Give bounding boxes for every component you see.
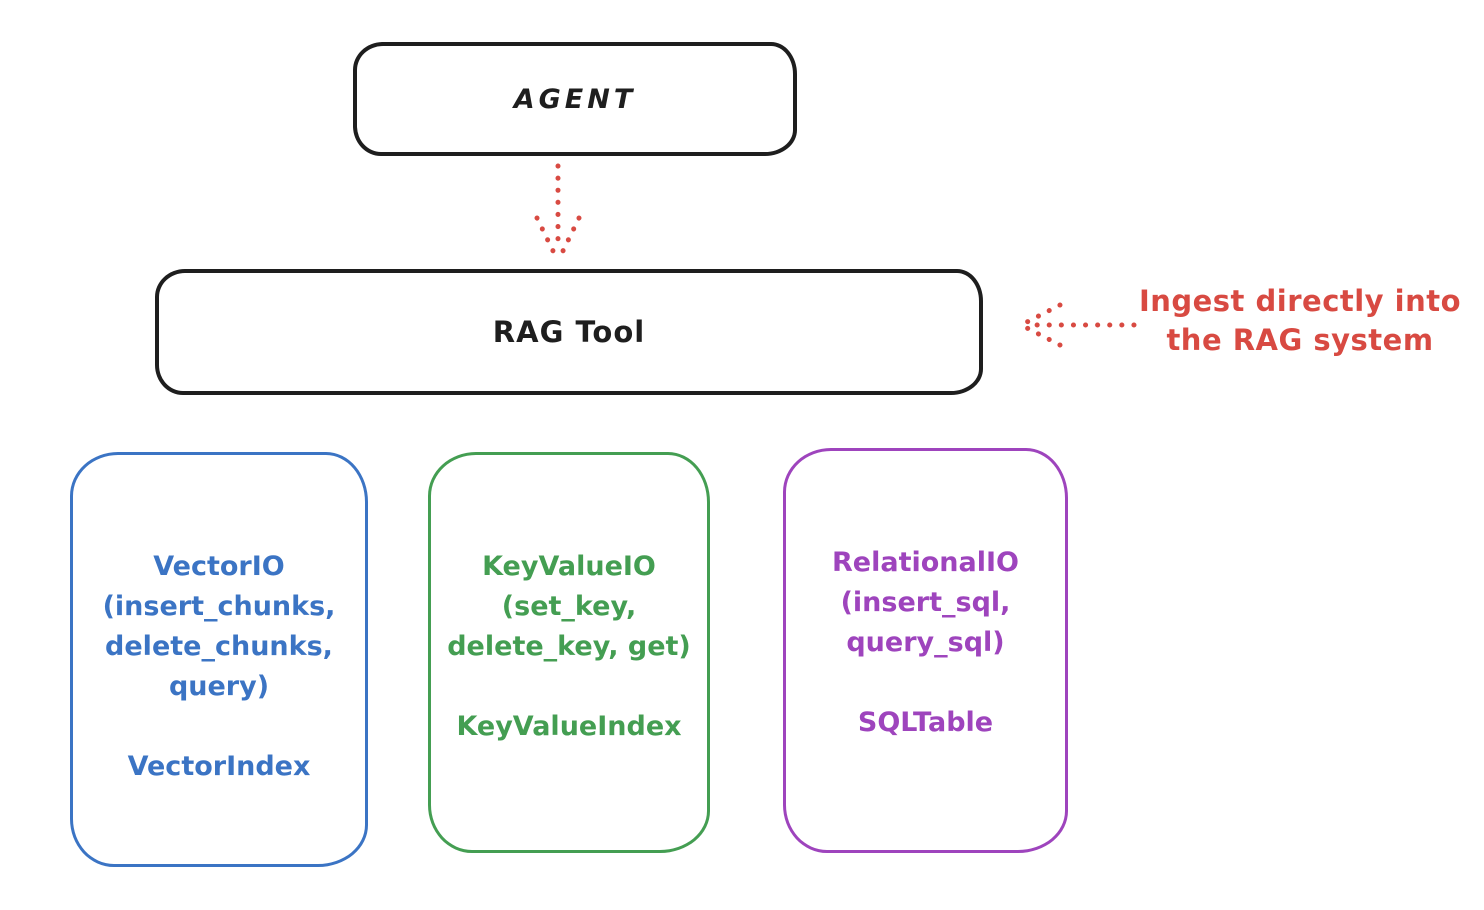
agent-box: AGENT [353, 42, 797, 156]
vector-io-methods-line1: (insert_chunks, [102, 591, 336, 622]
keyvalue-io-methods-line1: (set_key, [501, 591, 637, 622]
ingest-annotation-line2: the RAG system [1166, 323, 1434, 357]
keyvalue-io-content: KeyValueIO (set_key, delete_key, get) Ke… [431, 455, 707, 747]
relational-io-box: RelationalIO (insert_sql, query_sql) SQL… [783, 448, 1068, 853]
spacer [786, 663, 1065, 703]
relational-io-methods-line1: (insert_sql, [840, 587, 1011, 618]
spacer [73, 707, 365, 747]
keyvalue-index-label: KeyValueIndex [456, 711, 682, 742]
ingest-annotation: Ingest directly into the RAG system [1135, 282, 1465, 360]
rag-tool-box: RAG Tool [155, 269, 983, 395]
vector-io-title: VectorIO [153, 551, 285, 582]
keyvalue-io-box: KeyValueIO (set_key, delete_key, get) Ke… [428, 452, 710, 853]
sqltable-label: SQLTable [857, 707, 994, 738]
agent-to-rag-tool-arrow [534, 163, 582, 260]
vector-io-box: VectorIO (insert_chunks, delete_chunks, … [70, 452, 368, 867]
keyvalue-io-title: KeyValueIO [482, 551, 656, 582]
vector-io-methods-line3: query) [168, 671, 270, 702]
relational-io-content: RelationalIO (insert_sql, query_sql) SQL… [786, 451, 1065, 743]
ingest-annotation-line1: Ingest directly into [1138, 284, 1462, 318]
vector-index-label: VectorIndex [127, 751, 311, 782]
ingest-arrow [1022, 302, 1137, 348]
agent-label: AGENT [513, 83, 637, 115]
spacer [431, 667, 707, 707]
relational-io-title: RelationalIO [832, 547, 1019, 578]
rag-tool-label: RAG Tool [492, 315, 646, 349]
keyvalue-io-methods-line2: delete_key, get) [447, 631, 691, 662]
vector-io-content: VectorIO (insert_chunks, delete_chunks, … [73, 455, 365, 787]
relational-io-methods-line2: query_sql) [846, 627, 1005, 658]
vector-io-methods-line2: delete_chunks, [105, 631, 333, 662]
